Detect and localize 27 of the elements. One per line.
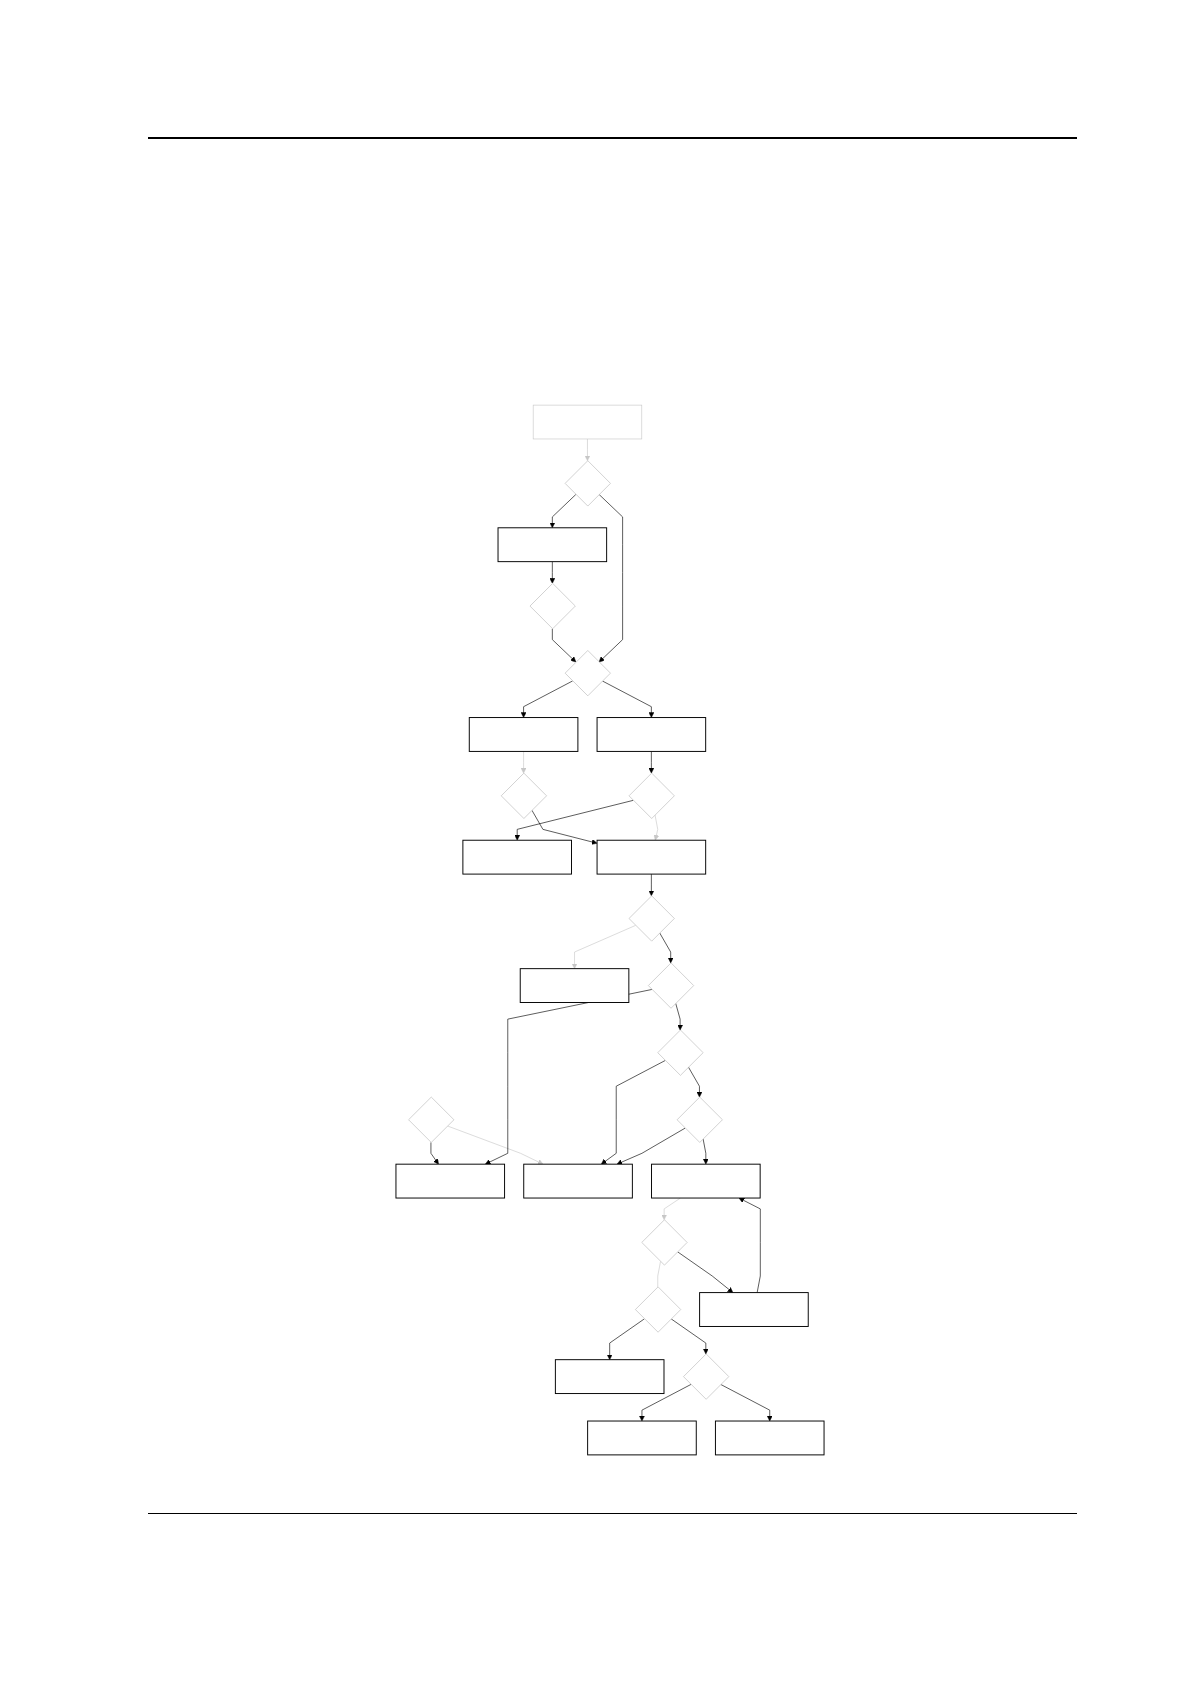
node-box (596, 839, 707, 875)
node-diamond (500, 772, 547, 819)
node-diamond (676, 1096, 723, 1143)
node-diamond (635, 1286, 682, 1333)
node-box (497, 527, 608, 563)
node-box (554, 1359, 665, 1395)
node-box (523, 1163, 633, 1199)
node-box (519, 968, 630, 1003)
node-box (651, 1163, 761, 1199)
node-diamond (529, 583, 576, 630)
node-diamond (628, 772, 675, 819)
node-diamond (564, 460, 611, 507)
node-diamond (564, 650, 611, 697)
node-box (699, 1292, 809, 1327)
node-diamond (657, 1029, 704, 1076)
node-diamond (408, 1096, 455, 1143)
node-box (395, 1163, 506, 1199)
node-diamond (641, 1219, 688, 1266)
node-diamond (628, 895, 675, 942)
node-diamond (683, 1353, 730, 1400)
node-box (468, 717, 579, 752)
node-box (587, 1420, 697, 1456)
node-diamond (648, 962, 695, 1009)
node-box (532, 404, 643, 440)
node-box (462, 839, 572, 875)
node-box (596, 717, 707, 752)
node-box (714, 1420, 825, 1456)
